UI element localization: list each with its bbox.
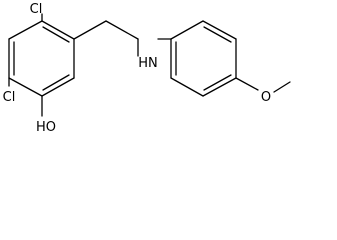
dichlorophenol-ring <box>8 20 75 97</box>
ring-bond <box>202 77 237 97</box>
methoxyphenyl-ring <box>170 20 237 97</box>
ring-double-bond <box>42 26 70 43</box>
atom-label-cl-bottom: Cl <box>3 90 16 105</box>
ring-double-bond <box>42 74 70 91</box>
methylene-bond <box>73 20 107 40</box>
chemical-structure: Cl Cl HO HN O <box>3 2 291 135</box>
atom-label-cl-top: Cl <box>30 2 43 17</box>
methylene-bond <box>105 20 139 40</box>
methyl-bond <box>273 81 291 93</box>
atom-label-methoxy-oxygen: O <box>261 90 271 105</box>
ring-bond <box>8 20 43 40</box>
ring-bond <box>8 77 43 97</box>
aryl-oxygen-bond <box>235 77 259 91</box>
ring-bond <box>170 77 204 97</box>
ring-bond <box>41 77 75 97</box>
ring-double-bond <box>203 26 232 43</box>
ring-bond <box>170 20 204 40</box>
ring-bond <box>41 20 75 40</box>
ring-bond <box>202 20 237 40</box>
atom-label-hydroxyl: HO <box>36 120 56 135</box>
ring-double-bond <box>203 74 232 91</box>
atom-label-amine: HN <box>138 56 158 71</box>
